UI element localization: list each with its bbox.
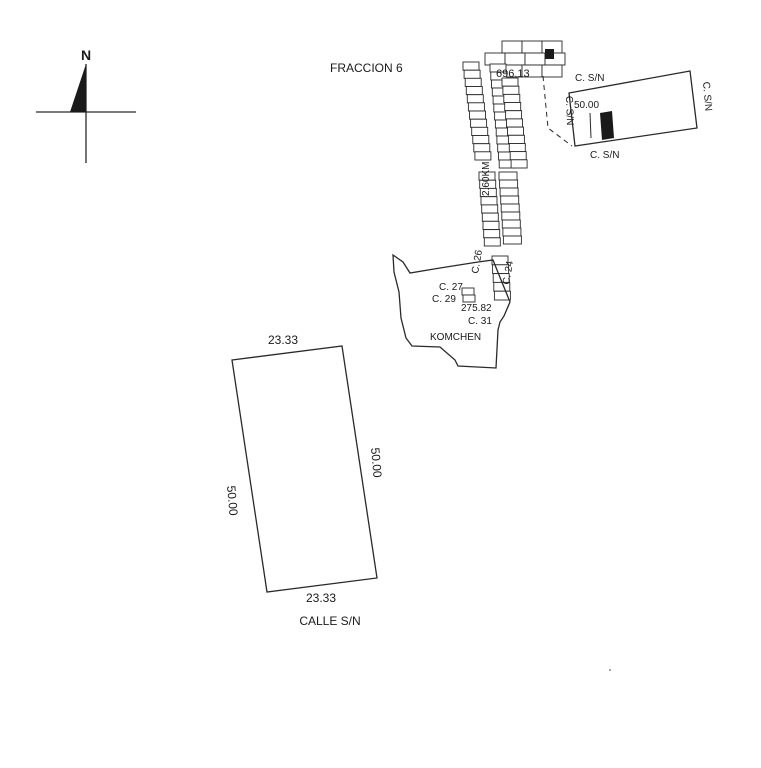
block-cell bbox=[469, 110, 486, 120]
block-cell bbox=[510, 159, 528, 169]
fraccion-label: FRACCION 6 bbox=[330, 61, 403, 75]
calle-31-label: C. 31 bbox=[468, 316, 492, 327]
komchen-outline bbox=[392, 253, 511, 369]
block-cell bbox=[504, 102, 522, 112]
lot-top-dimension: 23.33 bbox=[268, 333, 298, 347]
block-cell bbox=[500, 195, 520, 205]
block-cell bbox=[483, 237, 501, 247]
lot-outline bbox=[231, 345, 378, 593]
block-cell bbox=[473, 143, 491, 153]
komchen-label: KOMCHEN bbox=[430, 332, 481, 343]
block-cell bbox=[502, 235, 522, 245]
block-cell bbox=[484, 52, 506, 66]
calle-sn-left-label: C. S/N bbox=[563, 96, 575, 126]
block-cell bbox=[465, 86, 483, 96]
block-cell bbox=[464, 77, 482, 87]
block-cell bbox=[500, 203, 520, 213]
north-arrow-icon bbox=[70, 64, 86, 112]
block-cell bbox=[509, 151, 527, 161]
block-cell bbox=[471, 126, 489, 136]
block-cell bbox=[481, 204, 499, 214]
distance-mid-label: 2.60KM bbox=[481, 162, 492, 196]
block-cell bbox=[499, 187, 519, 197]
speck bbox=[609, 669, 611, 671]
block-cell bbox=[472, 135, 490, 145]
calle-24-label: C. 24 bbox=[501, 260, 516, 286]
block-cell bbox=[474, 151, 492, 161]
block-cell bbox=[506, 118, 523, 128]
small-lot-dimension: 50.00 bbox=[574, 100, 599, 111]
block-cell bbox=[541, 64, 563, 78]
block-cell bbox=[463, 69, 481, 79]
right-parcel: C. S/N C. S/N C. S/N C. S/N 50.00 bbox=[563, 70, 714, 161]
marked-block bbox=[545, 49, 554, 59]
block-cell bbox=[501, 219, 521, 229]
calle-sn-top-label: C. S/N bbox=[575, 73, 604, 84]
block-cell bbox=[470, 118, 488, 128]
lot-right-dimension: 50.00 bbox=[368, 447, 385, 478]
block-cell bbox=[467, 102, 485, 112]
street-label: CALLE S/N bbox=[299, 614, 360, 628]
block-cell bbox=[503, 93, 521, 104]
block-strips bbox=[461, 40, 566, 303]
calle-29-label: C. 29 bbox=[432, 294, 456, 305]
calle-sn-right-label: C. S/N bbox=[700, 81, 714, 111]
block-cell bbox=[507, 126, 524, 136]
block-cell bbox=[507, 134, 525, 144]
north-arrow: N bbox=[36, 47, 136, 163]
block-cell bbox=[498, 171, 518, 181]
block-cell bbox=[502, 85, 520, 95]
distance-top-label: 696.13 bbox=[496, 68, 530, 80]
calle-27-label: C. 27 bbox=[439, 282, 463, 293]
block-cell bbox=[501, 40, 523, 54]
block-cell bbox=[480, 196, 498, 206]
block-cell bbox=[461, 287, 475, 296]
block-cell bbox=[508, 143, 526, 153]
lot-bottom-dimension: 23.33 bbox=[306, 591, 336, 605]
block-cell bbox=[505, 110, 523, 120]
block-cell bbox=[521, 40, 543, 54]
block-cell bbox=[482, 220, 500, 230]
lot-plan: 23.33 23.33 50.00 50.00 CALLE S/N bbox=[224, 333, 385, 628]
block-cell bbox=[483, 229, 501, 239]
block-cell bbox=[481, 212, 499, 222]
block-cell bbox=[462, 294, 476, 303]
dashed-route bbox=[542, 75, 573, 147]
block-cell bbox=[502, 227, 522, 237]
block-cell bbox=[499, 179, 519, 189]
dimension-line bbox=[589, 112, 592, 139]
north-label: N bbox=[81, 47, 91, 63]
block-cell bbox=[462, 61, 480, 71]
subject-lot-marker bbox=[600, 111, 614, 140]
komchen-town: C. 26 C. 27 C. 29 C. 24 275.82 C. 31 KOM… bbox=[392, 249, 516, 369]
lot-left-dimension: 50.00 bbox=[224, 485, 241, 516]
block-cell bbox=[466, 94, 484, 104]
block-cell bbox=[524, 52, 546, 66]
block-cell bbox=[493, 290, 511, 301]
calle-26-label: C. 26 bbox=[470, 249, 485, 275]
block-cell bbox=[504, 52, 526, 66]
block-cell bbox=[501, 211, 521, 221]
calle-sn-bottom-label: C. S/N bbox=[590, 150, 619, 161]
distance-low-label: 275.82 bbox=[461, 303, 492, 314]
right-parcel-outline bbox=[568, 70, 698, 147]
